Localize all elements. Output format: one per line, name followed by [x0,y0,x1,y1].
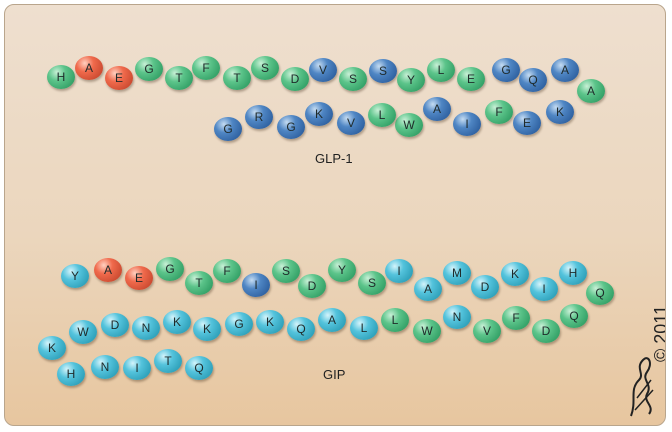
glp1-residue: L [427,58,455,82]
gip-residue: K [163,310,191,334]
gip-residue: F [502,306,530,330]
glp1-residue: A [75,56,103,80]
glp1-residue: T [223,66,251,90]
gip-residue: S [358,271,386,295]
glp1-residue: G [277,115,305,139]
gip-residue: I [385,259,413,283]
gip-residue: K [256,310,284,334]
gip-residue: H [57,362,85,386]
glp1-residue: E [457,67,485,91]
glp1-residue: G [492,58,520,82]
gip-label: GIP [323,367,346,382]
glp1-residue: S [369,59,397,83]
glp1-residue: V [337,111,365,135]
gip-residue: G [225,312,253,336]
gip-residue: Q [287,317,315,341]
gip-residue: I [123,356,151,380]
glp1-residue: V [309,58,337,82]
glp1-residue: D [281,67,309,91]
gip-residue: F [213,259,241,283]
gip-residue: N [91,355,119,379]
gip-residue: E [125,266,153,290]
glp1-residue: A [551,58,579,82]
glp1-residue: Y [397,68,425,92]
gip-residue: I [530,277,558,301]
gip-residue: W [413,319,441,343]
gip-residue: Q [185,356,213,380]
gip-residue: V [473,319,501,343]
gip-residue: Y [61,264,89,288]
glp1-residue: F [485,100,513,124]
glp1-residue: G [135,57,163,81]
glp1-residue: T [165,66,193,90]
gip-residue: I [242,273,270,297]
gip-residue: G [156,257,184,281]
gip-residue: T [154,349,182,373]
gip-residue: D [532,319,560,343]
glp1-residue: I [453,112,481,136]
gip-residue: D [471,275,499,299]
gip-residue: L [350,316,378,340]
glp1-residue: W [395,113,423,137]
glp1-residue: L [368,103,396,127]
gip-residue: N [443,305,471,329]
gip-residue: N [132,316,160,340]
gip-residue: K [193,317,221,341]
glp1-residue: A [577,79,605,103]
glp1-residue: Q [519,68,547,92]
gip-residue: L [381,308,409,332]
glp1-residue: R [245,105,273,129]
gip-residue: W [69,320,97,344]
gip-residue: T [185,271,213,295]
glp1-label: GLP-1 [315,151,353,166]
gip-residue: A [414,277,442,301]
gip-residue: Q [560,304,588,328]
gip-residue: A [318,308,346,332]
gip-residue: D [298,274,326,298]
gip-residue: H [559,261,587,285]
gip-residue: S [272,259,300,283]
glp1-residue: S [251,56,279,80]
glp1-residue: S [339,67,367,91]
glp1-residue: K [546,100,574,124]
gip-residue: K [38,336,66,360]
gip-residue: D [101,313,129,337]
glp1-residue: G [214,117,242,141]
gip-residue: Y [328,258,356,282]
glp1-residue: E [513,111,541,135]
gip-residue: M [443,261,471,285]
gip-residue: K [501,262,529,286]
glp1-residue: F [192,56,220,80]
glp1-residue: H [47,65,75,89]
glp1-residue: E [105,66,133,90]
artist-signature-icon [630,357,654,417]
gip-residue: A [94,258,122,282]
gip-residue: Q [586,281,614,305]
glp1-residue: A [423,97,451,121]
glp1-residue: K [305,102,333,126]
